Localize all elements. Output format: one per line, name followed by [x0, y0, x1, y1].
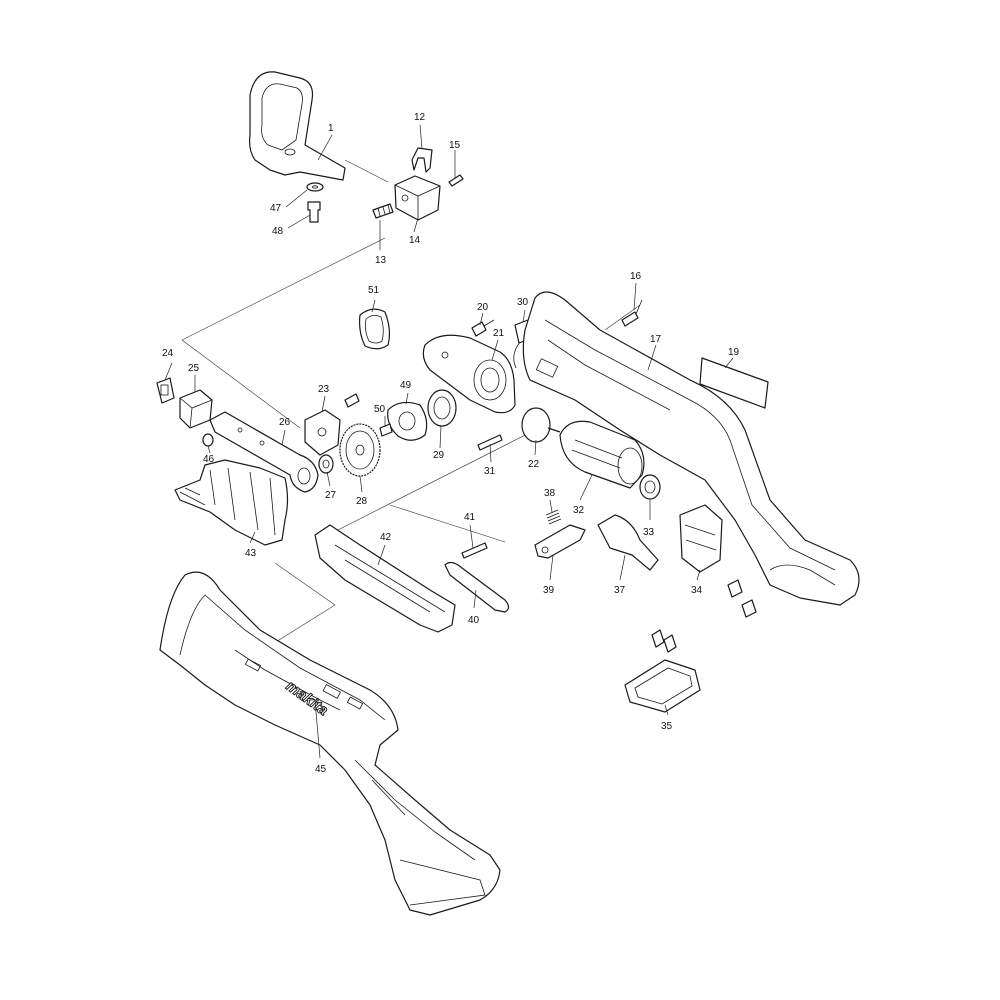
label-part-45: 45: [315, 764, 327, 775]
label-part-29: 29: [433, 450, 445, 461]
label-part-46: 46: [203, 454, 215, 465]
part-14-block: [394, 175, 441, 221]
label-part-34: 34: [691, 585, 703, 596]
label-part-42: 42: [380, 532, 392, 543]
label-part-40: 40: [468, 615, 480, 626]
part-19-label: [699, 357, 769, 409]
part-27-bushing: [318, 454, 334, 474]
part-31-pin: [477, 434, 503, 451]
part-24-clip: [156, 377, 175, 404]
label-part-33: 33: [643, 527, 655, 538]
label-part-50: 50: [374, 404, 386, 415]
label-part-39: 39: [543, 585, 555, 596]
part-34-switch: [679, 504, 757, 618]
label-part-15: 15: [449, 140, 461, 151]
part-43-blade-clamp: [174, 459, 289, 546]
part-40-lock-bar: [444, 561, 510, 613]
label-part-47: 47: [270, 203, 282, 214]
part-13-screw: [372, 203, 394, 219]
part-22-o-ring: [521, 407, 551, 443]
part-45-housing-half: makita: [159, 571, 501, 916]
label-part-31: 31: [484, 466, 496, 477]
label-part-23: 23: [318, 384, 330, 395]
part-15-pin: [448, 174, 464, 187]
label-part-28: 28: [356, 496, 368, 507]
label-part-48: 48: [272, 226, 284, 237]
part-39-lever: [534, 524, 586, 559]
label-part-13: 13: [375, 255, 387, 266]
part-16-screw: [621, 299, 643, 327]
part-42-housing-insert: [314, 524, 456, 633]
label-part-12: 12: [414, 112, 426, 123]
part-41-pin: [461, 542, 488, 559]
label-part-1: 1: [328, 123, 334, 134]
part-51-ring: [358, 308, 391, 350]
label-part-20: 20: [477, 302, 489, 313]
label-part-16: 16: [630, 271, 642, 282]
part-number-labels: 1 12 15 14 13 47 48 16 20 30 21 17 19 51…: [162, 112, 740, 775]
part-38-spring: [545, 509, 562, 525]
part-50-screw: [379, 423, 393, 437]
part-17-housing-half: [522, 291, 860, 606]
part-20-screw: [471, 319, 495, 337]
label-part-49: 49: [400, 380, 412, 391]
leader-lines: [164, 124, 734, 759]
part-49-flange: [387, 401, 428, 441]
part-37-trigger: [597, 514, 659, 571]
part-12-clip: [411, 147, 433, 173]
label-part-30: 30: [517, 297, 529, 308]
part-46-nut: [202, 433, 214, 447]
assembly-guide-lines: [181, 159, 641, 681]
part-1-hook-bracket: [248, 71, 346, 181]
label-part-38: 38: [544, 488, 556, 499]
label-part-21: 21: [493, 328, 505, 339]
label-part-41: 41: [464, 512, 476, 523]
label-part-37: 37: [614, 585, 626, 596]
part-33-cap: [639, 474, 661, 500]
label-part-43: 43: [245, 548, 257, 559]
part-29-bearing: [427, 389, 457, 427]
part-35-terminal-plate: [624, 629, 701, 713]
part-47-washer: [306, 182, 324, 192]
label-part-27: 27: [325, 490, 337, 501]
part-48-bolt: [307, 201, 321, 223]
label-part-19: 19: [728, 347, 740, 358]
part-21-gear-housing: [422, 334, 516, 414]
part-32-motor: [547, 420, 645, 489]
part-25-block: [179, 389, 213, 429]
label-part-51: 51: [368, 285, 380, 296]
label-part-17: 17: [650, 334, 662, 345]
label-part-25: 25: [188, 363, 200, 374]
label-part-35: 35: [661, 721, 673, 732]
part-28-gear: [339, 423, 381, 477]
label-part-26: 26: [279, 417, 291, 428]
label-part-32: 32: [573, 505, 585, 516]
part-26-link-bar: [209, 411, 319, 493]
label-part-22: 22: [528, 459, 540, 470]
label-part-24: 24: [162, 348, 174, 359]
part-23-plate: [304, 393, 360, 456]
label-part-14: 14: [409, 235, 421, 246]
